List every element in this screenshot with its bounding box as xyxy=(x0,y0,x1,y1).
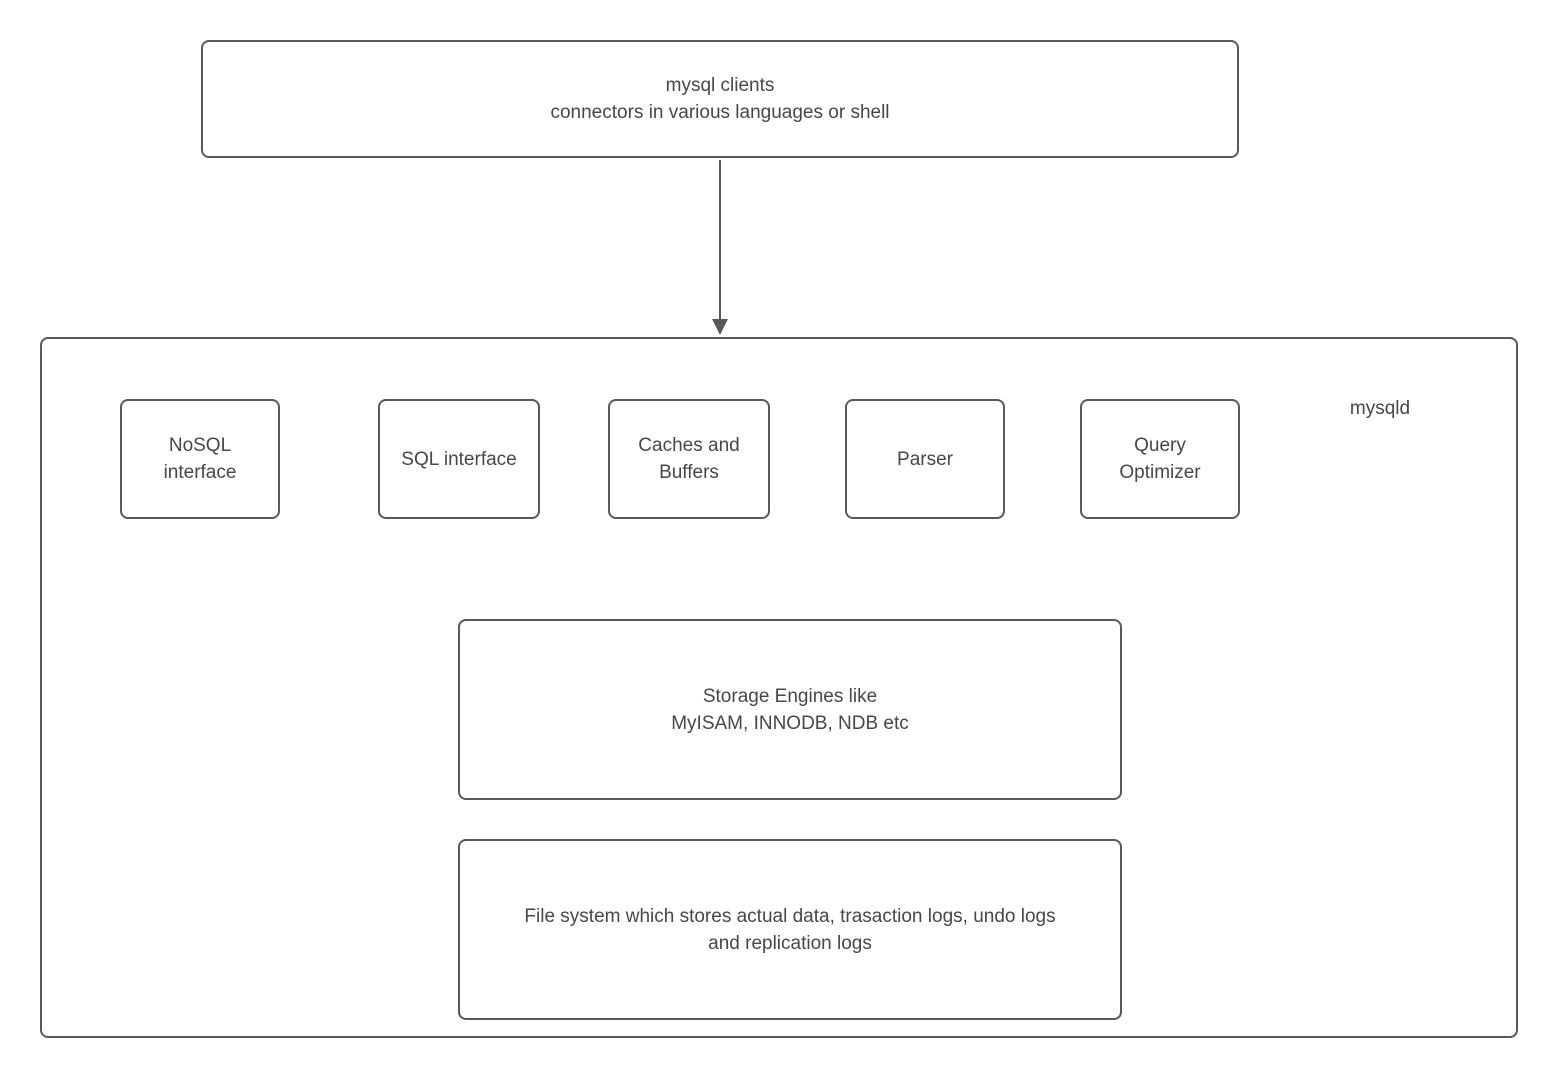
clients-to-mysqld-arrow-line xyxy=(719,160,721,322)
component-label: interface xyxy=(163,462,237,483)
arrow-down-icon xyxy=(712,319,728,335)
component-label: NoSQL xyxy=(168,435,232,456)
component-label: Query xyxy=(1134,435,1186,456)
component-box-caches-and-buffers: Caches and Buffers xyxy=(608,399,770,519)
component-label: Optimizer xyxy=(1119,462,1201,483)
component-box-sql-interface: SQL interface xyxy=(378,399,540,519)
component-box-nosql-interface: NoSQL interface xyxy=(120,399,280,519)
mysql-clients-box: mysql clients connectors in various lang… xyxy=(201,40,1239,158)
storage-engines-line2: MyISAM, INNODB, NDB etc xyxy=(671,712,909,734)
mysqld-label: mysqld xyxy=(1349,398,1411,419)
storage-engines-line1: Storage Engines like xyxy=(702,685,878,707)
component-box-parser: Parser xyxy=(845,399,1005,519)
mysql-clients-title: mysql clients xyxy=(665,75,775,96)
file-system-line1: File system which stores actual data, tr… xyxy=(524,905,1056,927)
storage-engines-box: Storage Engines like MyISAM, INNODB, NDB… xyxy=(458,619,1122,800)
component-label: Parser xyxy=(897,448,953,470)
component-label: Buffers xyxy=(659,462,719,483)
component-box-query-optimizer: Query Optimizer xyxy=(1080,399,1240,519)
file-system-line2: and replication logs xyxy=(708,932,872,954)
mysql-clients-subtitle: connectors in various languages or shell xyxy=(550,102,890,123)
file-system-box: File system which stores actual data, tr… xyxy=(458,839,1122,1020)
component-label: Caches and xyxy=(638,435,740,456)
component-label: SQL interface xyxy=(401,448,517,470)
